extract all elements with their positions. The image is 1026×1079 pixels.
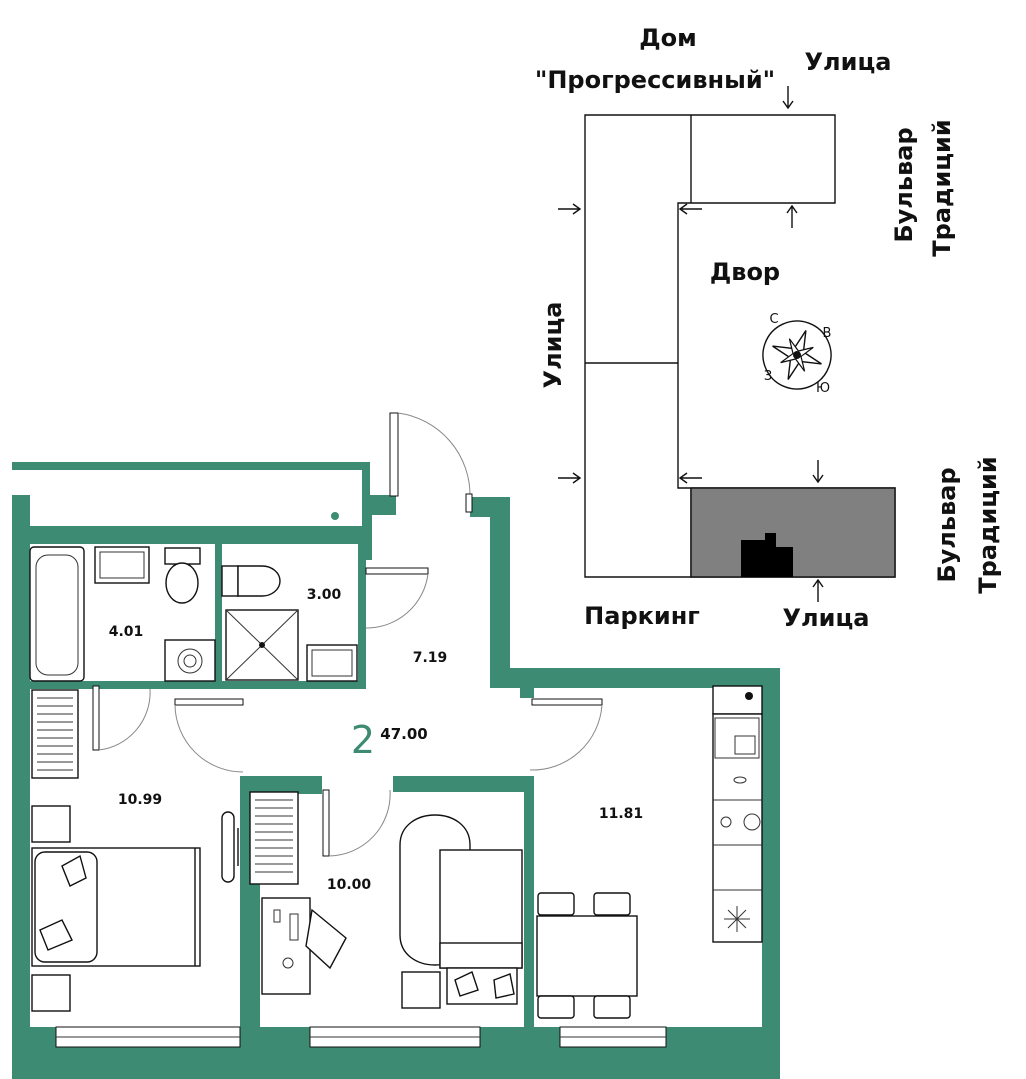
boulevard-bottom-label-1: Бульвар	[933, 467, 961, 582]
doors	[92, 412, 603, 857]
room2-furniture	[261, 814, 523, 1009]
balcony-fixture-icon	[331, 512, 339, 520]
windows	[55, 1026, 667, 1048]
compass-rose-icon	[762, 320, 832, 390]
area-hallway: 7.19	[413, 650, 448, 666]
washing-machine-icon	[164, 639, 216, 682]
radiator-icon	[249, 791, 299, 885]
total-area: 47.00	[380, 725, 427, 743]
compass-north: С	[769, 312, 778, 327]
area-room2: 10.00	[327, 877, 372, 893]
kitchen-furniture	[536, 685, 763, 1019]
wc-fixtures	[221, 565, 358, 682]
building-name-label: "Прогрессивный"	[535, 66, 775, 94]
radiators	[31, 689, 299, 885]
area-bathroom: 4.01	[109, 624, 144, 640]
dining-chair-icon	[593, 995, 631, 1019]
boulevard-bottom-label-2: Традиций	[974, 456, 1002, 593]
entrance-arrows	[558, 86, 824, 602]
site-plan: Дом "Прогрессивный" Улица Бульвар Традиц…	[535, 24, 1002, 632]
area-bedroom: 10.99	[118, 792, 162, 808]
wc-sink-icon	[306, 644, 358, 682]
dining-chair-icon	[593, 892, 631, 916]
building-label: Дом	[639, 24, 696, 52]
nightstand-icon	[31, 805, 71, 843]
compass-east: В	[823, 326, 832, 341]
compass-south: Ю	[816, 381, 830, 396]
bedroom-furniture	[31, 805, 239, 1012]
tv-icon	[221, 811, 235, 883]
bathtub-icon	[29, 546, 85, 682]
dining-chair-icon	[537, 892, 575, 916]
rooms-count: 2	[351, 718, 375, 762]
freezer-icon	[724, 906, 750, 932]
street-bottom-label: Улица	[783, 604, 870, 632]
parking-label: Паркинг	[584, 602, 700, 630]
street-left-label: Улица	[539, 302, 567, 389]
apartment-marker	[741, 533, 793, 577]
hood-icon	[712, 685, 763, 715]
area-kitchen: 11.81	[599, 806, 643, 822]
desk-icon	[261, 897, 311, 995]
boulevard-top-label-1: Бульвар	[890, 127, 918, 242]
chair-icon	[305, 908, 347, 970]
dining-chair-icon	[537, 995, 575, 1019]
radiator-icon	[31, 689, 79, 779]
yard-label: Двор	[710, 258, 780, 286]
kitchen-counter-icon	[712, 713, 763, 943]
bathroom-fixtures	[29, 546, 216, 682]
area-wc: 3.00	[307, 587, 342, 603]
dining-table-icon	[536, 915, 638, 997]
street-top-label: Улица	[805, 48, 892, 76]
building-outline	[584, 114, 896, 578]
compass-west: З	[764, 369, 772, 384]
side-table-icon	[401, 971, 441, 1009]
toilet-icon	[164, 547, 201, 565]
wc-toilet-icon	[221, 565, 239, 597]
sink-icon	[94, 546, 150, 584]
boulevard-top-label-2: Традиций	[928, 119, 956, 256]
nightstand-icon	[31, 974, 71, 1012]
